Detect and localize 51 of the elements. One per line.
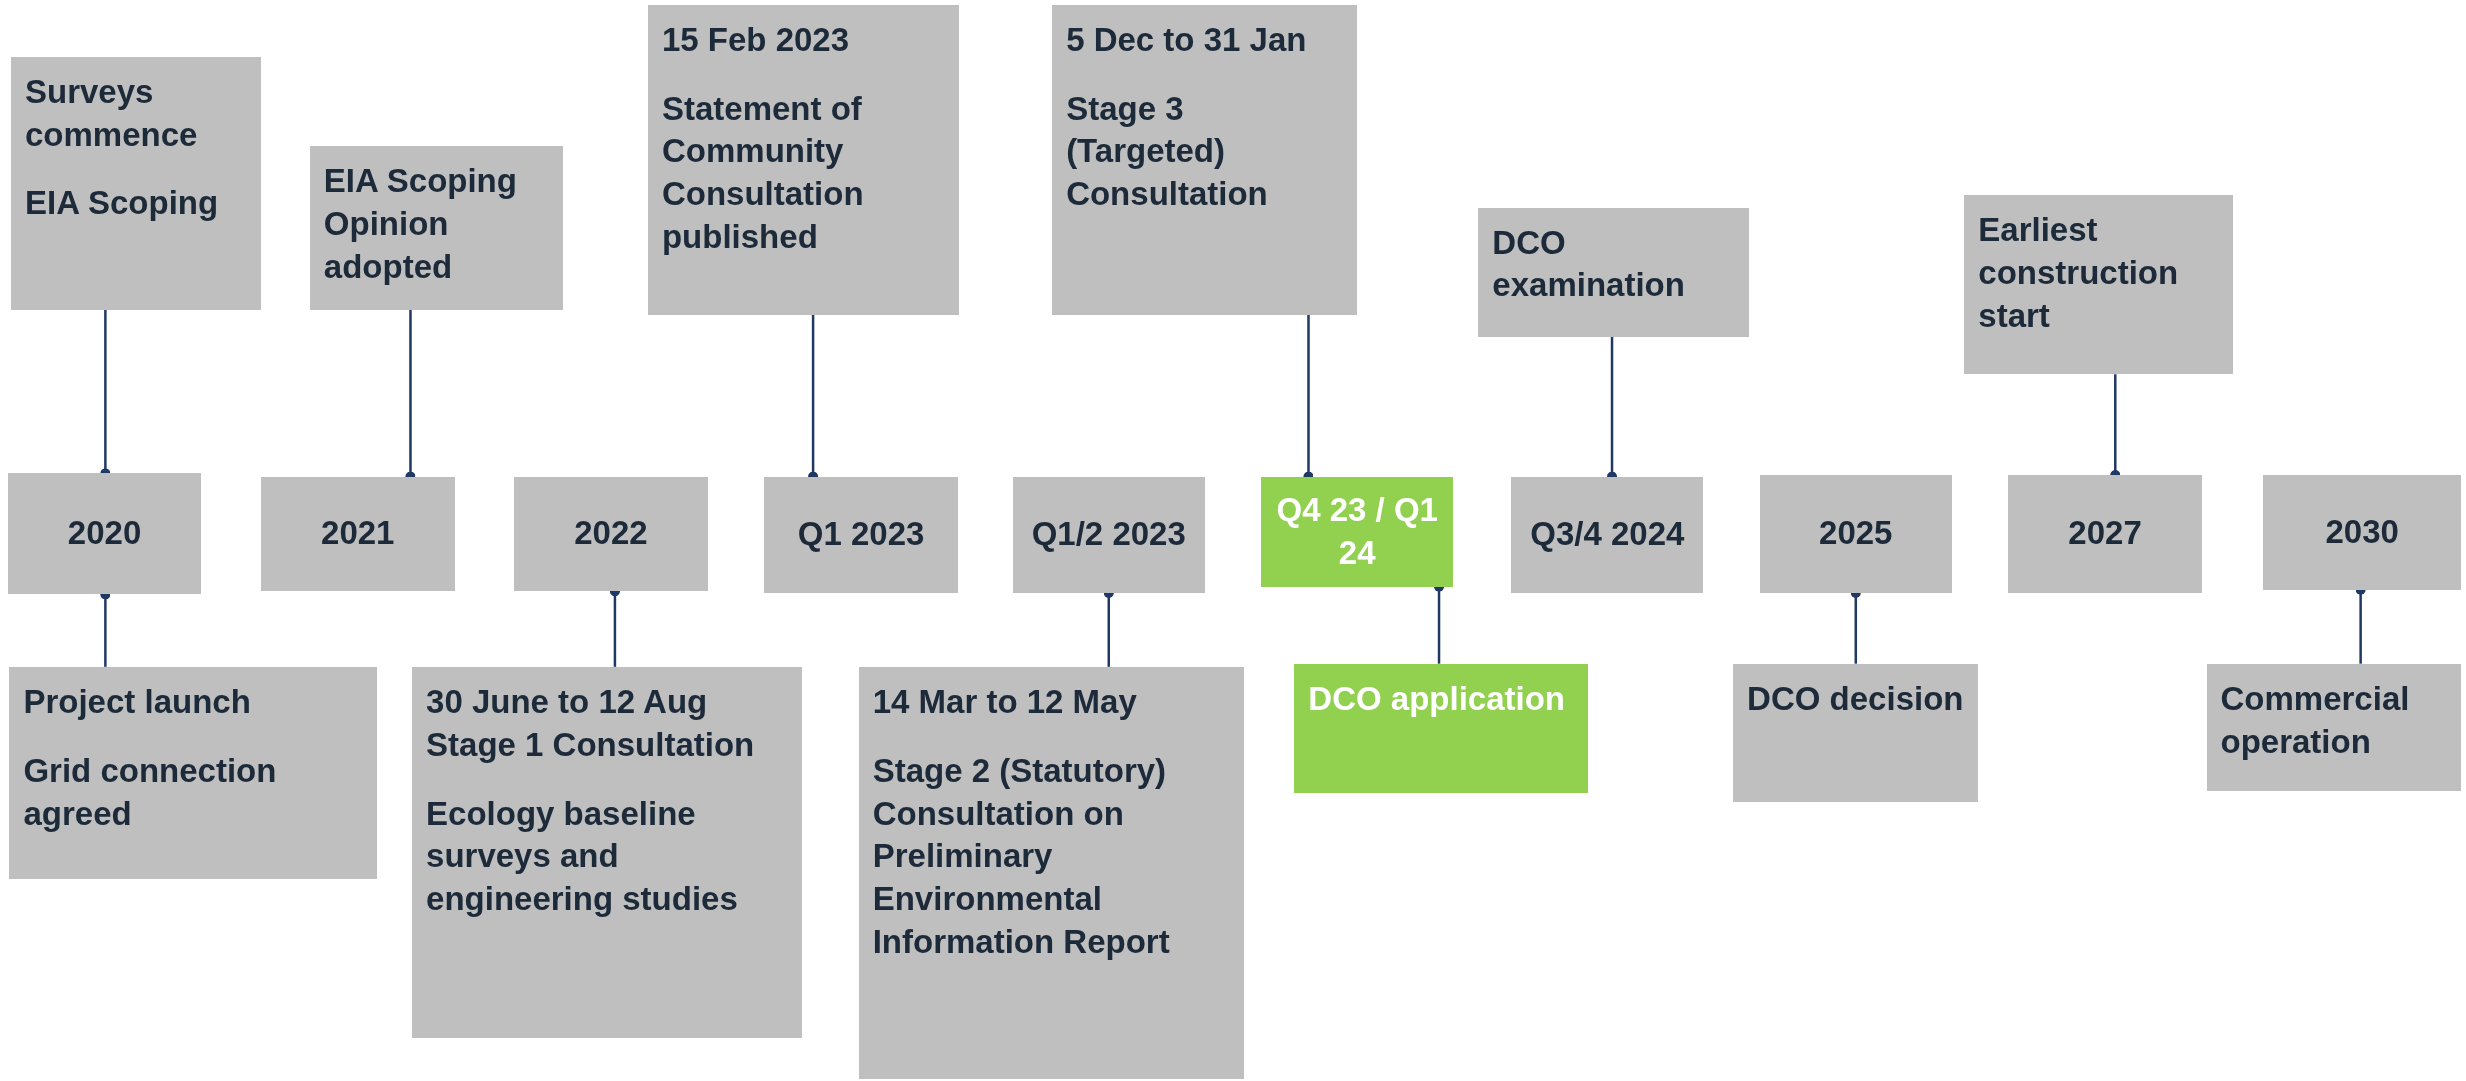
milestone-text: Commercial operation [2220,678,2411,762]
milestone-box [858,666,1244,1079]
milestone-box [412,666,803,1038]
year-box [1012,476,1205,593]
year-label: 2022 [574,513,648,554]
year-label: 2030 [2325,511,2399,552]
milestone-text: Stage 1 Consultation [426,724,756,765]
milestone-text: 14 Mar to 12 May [872,681,1138,722]
milestone-text: Stage 2 (Statutory) Consultation on Preliminary Environmental Information Report [872,750,1171,963]
year-box [261,476,455,592]
year-label: 2020 [67,513,142,554]
milestone-text: Ecology baseline surveys and engineering studies [426,793,739,920]
milestone-text: Stage 3 (Targeted) Consultation [1066,88,1269,215]
milestone-box [2206,663,2462,792]
milestone-text: 30 June to 12 Aug [426,681,709,722]
milestone-text: Project launch [23,681,252,722]
milestone-text: DCO decision [1747,678,1965,719]
year-box [2008,474,2202,593]
year-box [764,476,958,593]
year-label: 2025 [1819,513,1893,554]
milestone-box [9,666,378,880]
year-box [1261,476,1454,587]
milestone-text: Earliest construction start [1978,210,2180,336]
year-box [514,476,708,592]
milestone-text: 5 Dec to 31 Jan [1066,19,1308,60]
year-label: 2027 [2068,513,2142,554]
year-box [1759,474,1952,593]
year-label: Q3/4 2024 [1530,514,1685,555]
milestone-text: DCO examination [1492,222,1686,306]
milestone-text: 15 Feb 2023 [661,19,851,60]
year-box [2263,474,2462,590]
milestone-text: EIA Scoping [25,183,220,224]
milestone-box [1733,663,1979,803]
milestone-text: Grid connection agreed [23,750,278,834]
year-box [7,473,202,595]
milestone-box [11,56,262,310]
year-box [1511,476,1704,593]
milestone-text: DCO application [1308,678,1566,719]
milestone-box [647,4,960,315]
year-label: Q1 2023 [797,514,925,555]
milestone-text: Statement of Community Consultation published [661,88,865,258]
year-label: Q4 23 / Q1 24 [1275,489,1439,573]
milestone-box [1052,4,1358,315]
milestone-box [1964,195,2234,375]
milestone-box [1478,207,1749,337]
milestone-text: Surveys commence [25,71,199,155]
year-label: 2021 [321,513,395,554]
milestone-text: EIA Scoping Opinion adopted [323,161,518,288]
milestone-box [1294,663,1589,793]
year-label: Q1/2 2023 [1031,514,1186,555]
milestone-box [309,146,563,310]
